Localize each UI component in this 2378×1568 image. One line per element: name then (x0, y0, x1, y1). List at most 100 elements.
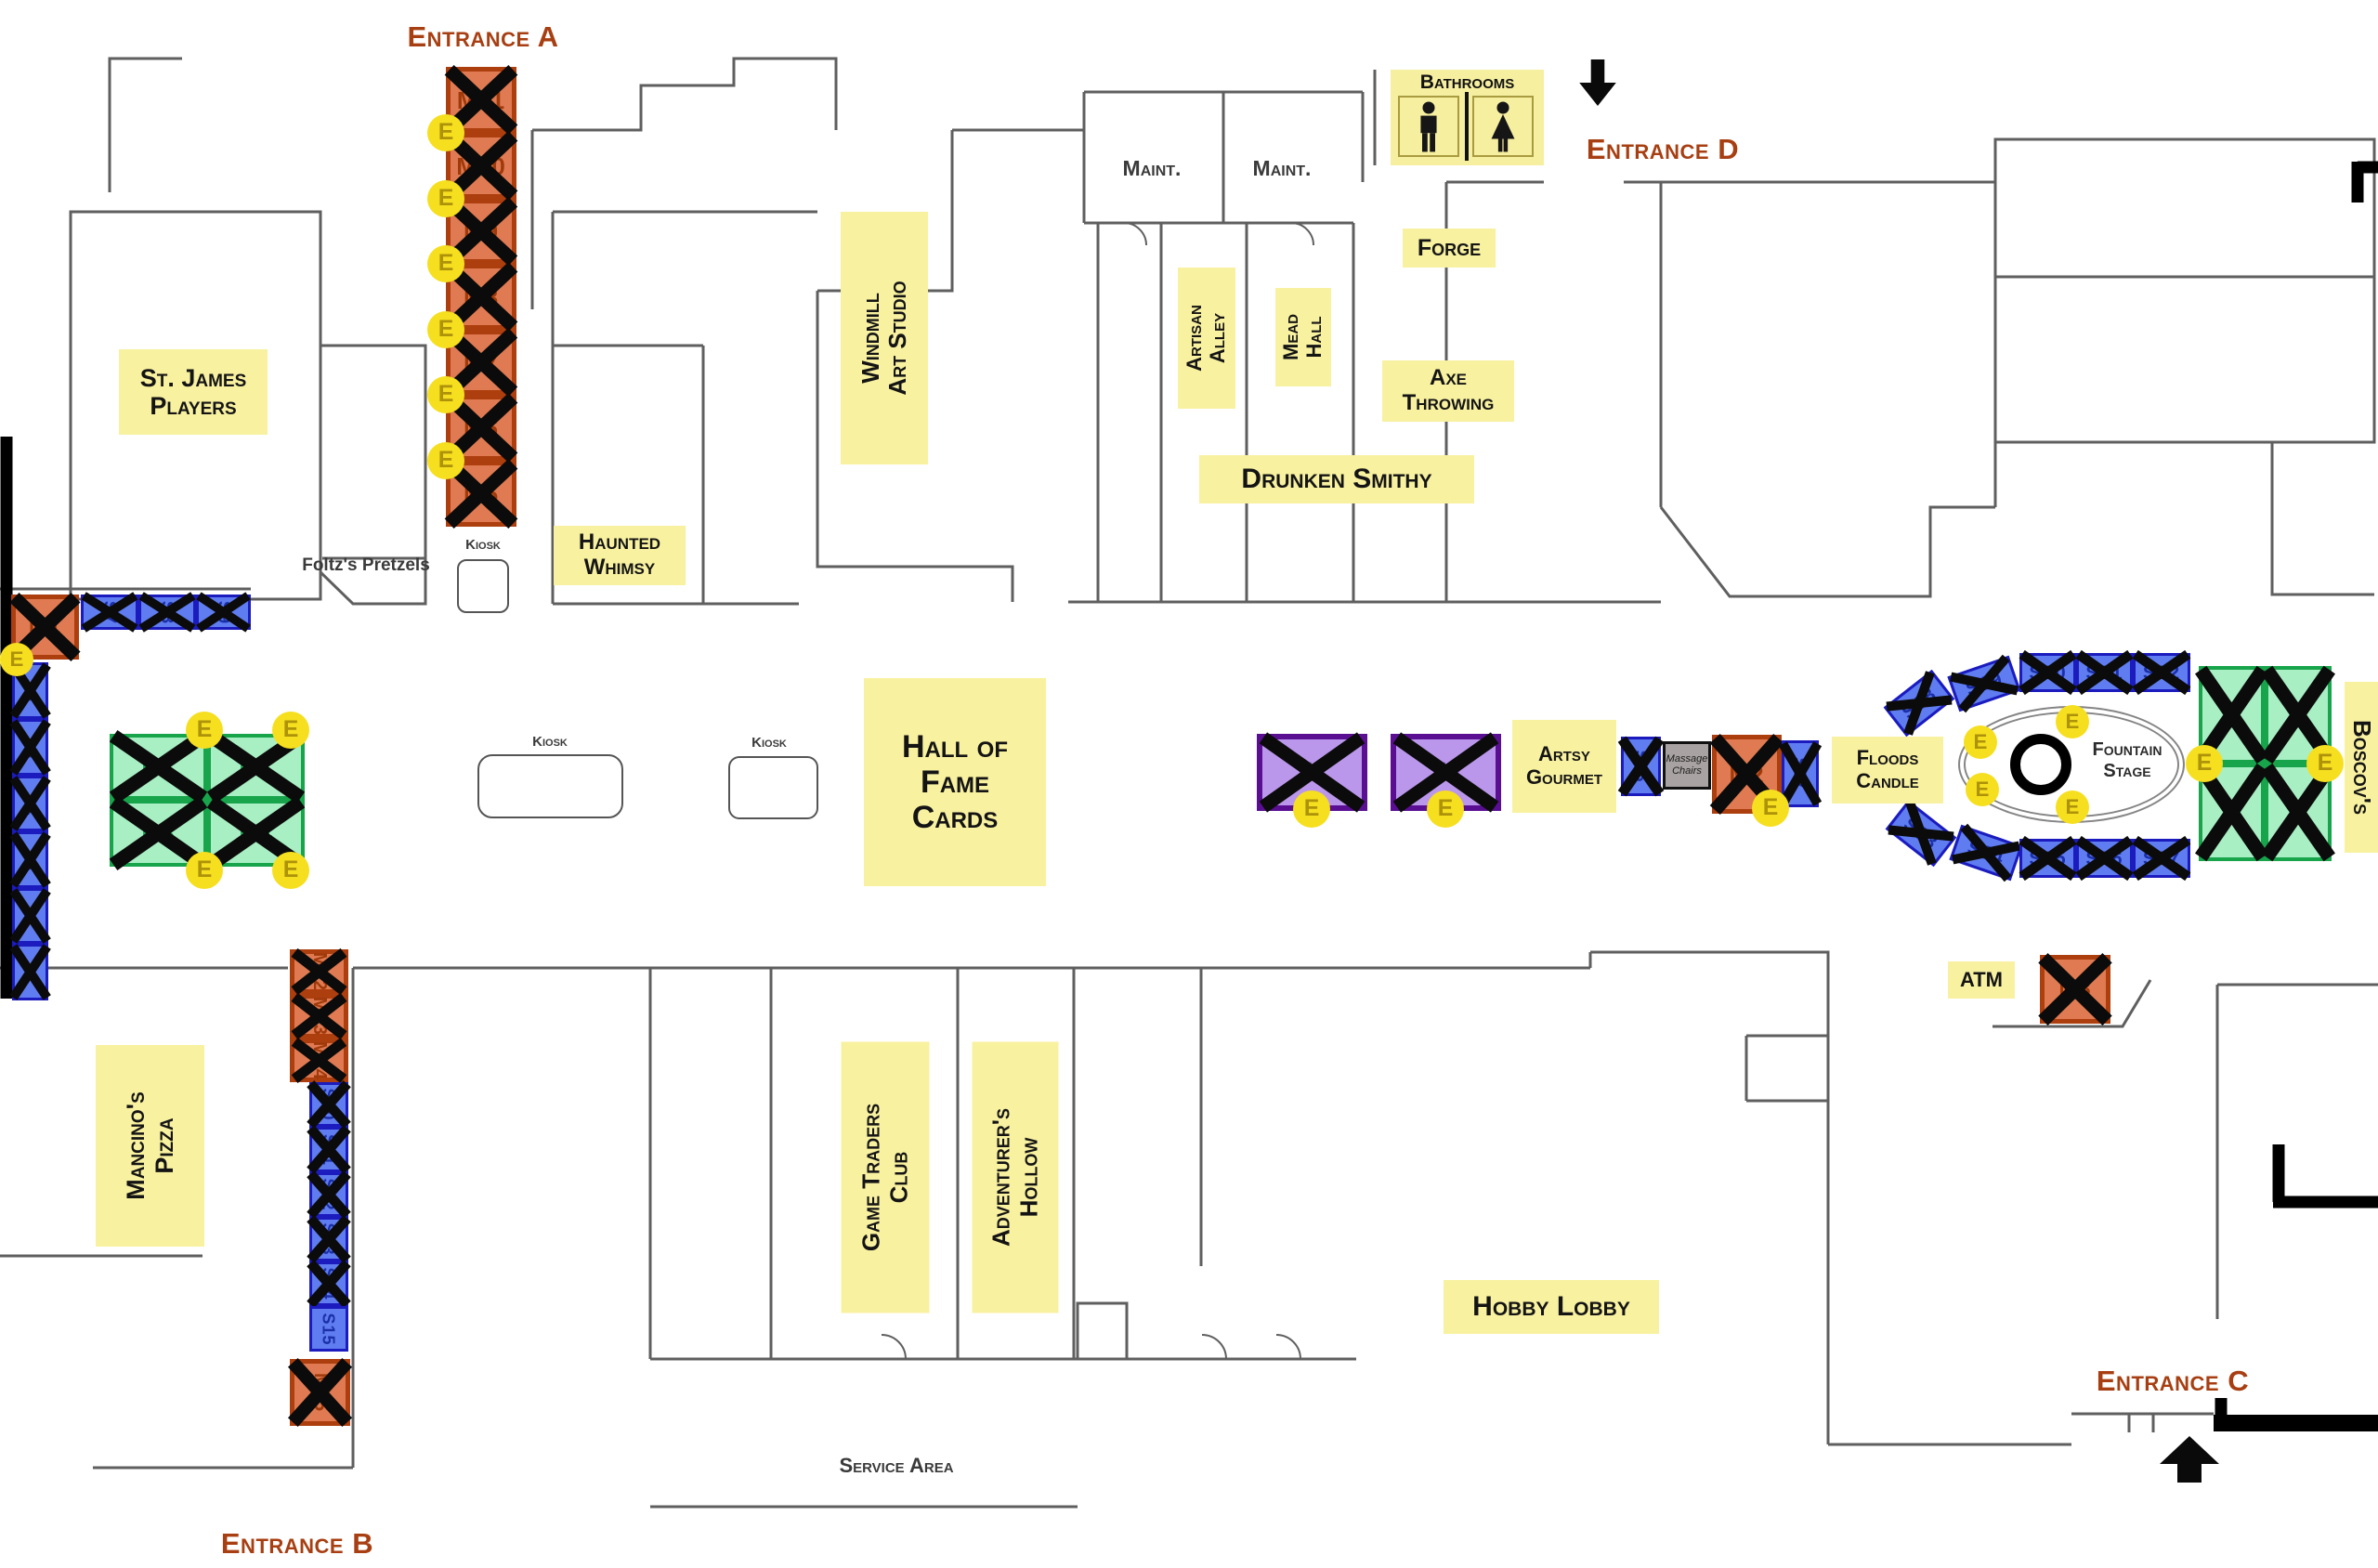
label-adventurers-hollow: Adventurer's Hollow (972, 1041, 1059, 1313)
x-mark-icon (307, 1080, 351, 1129)
e-marker: E (272, 712, 309, 749)
x-mark-icon (9, 888, 51, 944)
massage-chairs: Massage Chairs (1663, 741, 1711, 790)
booth-S17: S17 (1778, 740, 1823, 807)
e-marker: E (1752, 790, 1789, 827)
x-mark-icon (196, 592, 251, 633)
restroom-divider (1465, 92, 1469, 161)
label-forge: Forge (1403, 229, 1496, 268)
x-mark-icon (1888, 801, 1954, 866)
x-mark-icon (287, 1358, 353, 1427)
booth-S9: S9 (196, 592, 251, 633)
x-mark-icon (307, 1260, 351, 1308)
booth-S23: S23 (1885, 799, 1957, 868)
man-icon (1420, 101, 1437, 152)
label-foltzs-pretzels: Foltz's Pretzels (302, 555, 430, 576)
e-marker: E (1293, 791, 1330, 828)
label-hobby-lobby: Hobby Lobby (1444, 1280, 1659, 1334)
restroom-outline (1472, 96, 1534, 157)
e-marker: E (272, 852, 309, 889)
booth-S27: S27 (2132, 835, 2191, 882)
booth-S26: S26 (2075, 835, 2134, 882)
x-mark-icon (2132, 835, 2191, 882)
bathrooms-label: Bathrooms (1419, 72, 1515, 93)
x-mark-icon (138, 592, 196, 633)
booth-S2: S2 (9, 888, 51, 944)
label-drunken-smithy: Drunken Smithy (1199, 455, 1474, 503)
booth-S25: S25 (2019, 835, 2077, 882)
x-mark-icon (2195, 665, 2268, 764)
booth-S14: S14 (307, 1260, 351, 1308)
booth-S5: S5 (9, 719, 51, 776)
booth-M13: M13 (290, 992, 348, 1040)
booth-M3: M3 (2038, 953, 2112, 1026)
booth-M14: M14 (290, 1038, 348, 1083)
entrance-arrow-down-icon (1579, 59, 1616, 106)
x-mark-icon (9, 831, 51, 888)
restroom-outline (1398, 96, 1459, 157)
x-mark-icon (9, 719, 51, 776)
label-entrance-d: Entrance D (1586, 132, 1740, 165)
kiosk-label: Kiosk (751, 734, 787, 751)
x-mark-icon (109, 796, 208, 870)
x-mark-icon (1886, 671, 1953, 736)
x-mark-icon (2019, 649, 2077, 696)
label-artisan-alley: Artisan Alley (1178, 268, 1235, 409)
e-marker: E (427, 376, 464, 413)
x-mark-icon (291, 947, 347, 996)
booth-S15: S15 (309, 1306, 348, 1352)
x-mark-icon (307, 1215, 351, 1263)
bathrooms-block: Bathrooms (1391, 70, 1544, 165)
x-mark-icon (2261, 665, 2335, 764)
label-maint-2: Maint. (1252, 156, 1312, 181)
label-entrance-a: Entrance A (407, 20, 559, 53)
booth-S4: S4 (9, 776, 51, 831)
booth-S22: S22 (2132, 649, 2191, 696)
x-mark-icon (1952, 823, 2020, 882)
e-marker: E (2186, 745, 2223, 782)
e-marker: E (1964, 725, 1997, 759)
x-mark-icon (2075, 649, 2134, 696)
x-mark-icon (307, 1125, 351, 1174)
label-game-traders-club: Game Traders Club (841, 1041, 930, 1313)
e-marker: E (427, 180, 464, 217)
x-mark-icon (2132, 649, 2191, 696)
booth-S11: S11 (307, 1125, 351, 1174)
booth-S7: S7 (81, 592, 138, 633)
x-mark-icon (109, 730, 208, 804)
booth-S20: S20 (2019, 649, 2077, 696)
label-mancinos-pizza: Mancino's Pizza (95, 1044, 204, 1247)
booth-S19: S19 (1947, 654, 2021, 713)
label-maint-1: Maint. (1122, 156, 1182, 181)
label-boscovs: Boscov's (2345, 682, 2378, 853)
x-mark-icon (307, 1170, 351, 1219)
booth-S18: S18 (1883, 669, 1955, 738)
booth-S12: S12 (307, 1170, 351, 1219)
e-marker: E (427, 311, 464, 348)
e-marker: E (1427, 791, 1464, 828)
kiosk-box (457, 559, 509, 613)
x-mark-icon (81, 592, 138, 633)
x-mark-icon (444, 458, 518, 529)
kiosk-label: Kiosk (465, 536, 501, 553)
label-artsy-gourmet: Artsy Gourmet (1512, 720, 1616, 813)
e-marker: E (2056, 705, 2089, 738)
e-marker: E (2056, 791, 2089, 824)
x-mark-icon (9, 776, 51, 831)
x-mark-icon (291, 992, 347, 1040)
e-marker: E (427, 114, 464, 151)
x-mark-icon (2038, 953, 2112, 1026)
x-mark-icon (2195, 763, 2268, 862)
label-entrance-b: Entrance B (220, 1526, 374, 1560)
x-mark-icon (9, 944, 51, 1000)
booth-S21: S21 (2075, 649, 2134, 696)
label-hall-of-fame-cards: Hall of Fame Cards (864, 678, 1046, 886)
kiosk-box (477, 754, 623, 818)
label-service-area: Service Area (839, 1453, 954, 1477)
x-mark-icon (2075, 835, 2134, 882)
booth-S13: S13 (307, 1215, 351, 1263)
e-marker: E (427, 442, 464, 479)
e-marker: E (427, 245, 464, 282)
